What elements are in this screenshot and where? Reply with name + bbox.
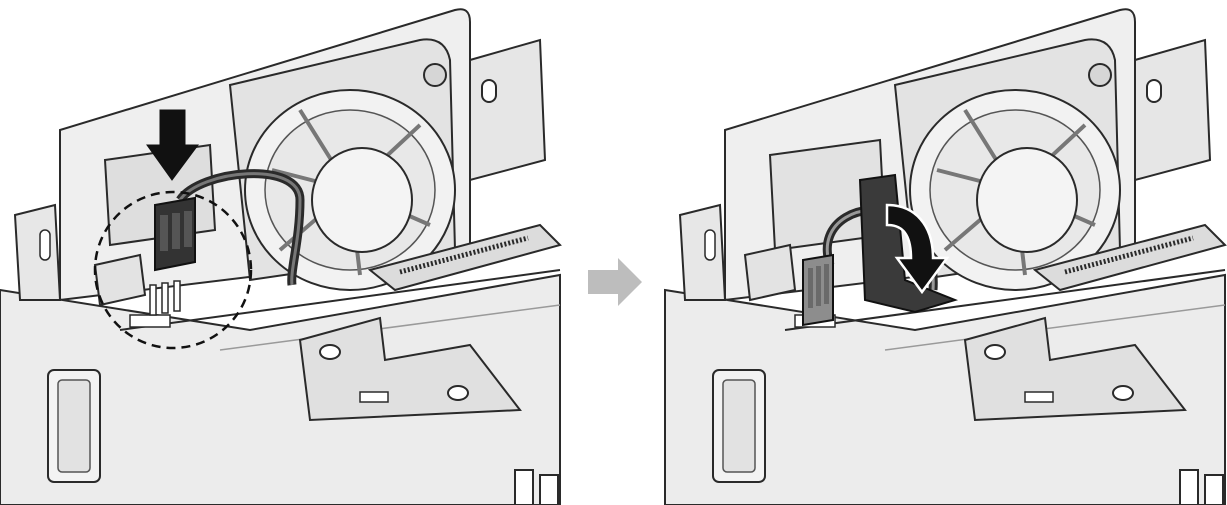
fan-connector-plug (154, 196, 196, 272)
push-down-arrow-icon (146, 109, 199, 181)
fan-header-pins (149, 280, 181, 316)
fan-cable (176, 169, 305, 286)
step-2-panel (665, 9, 1225, 505)
fan-connector-plug-seated (802, 253, 834, 327)
step-1-panel (0, 9, 560, 505)
cable-tape (858, 173, 959, 314)
fold-down-arrow-icon (885, 203, 950, 295)
next-step-arrow-icon (588, 258, 642, 306)
detail-callout-circle (93, 190, 253, 350)
